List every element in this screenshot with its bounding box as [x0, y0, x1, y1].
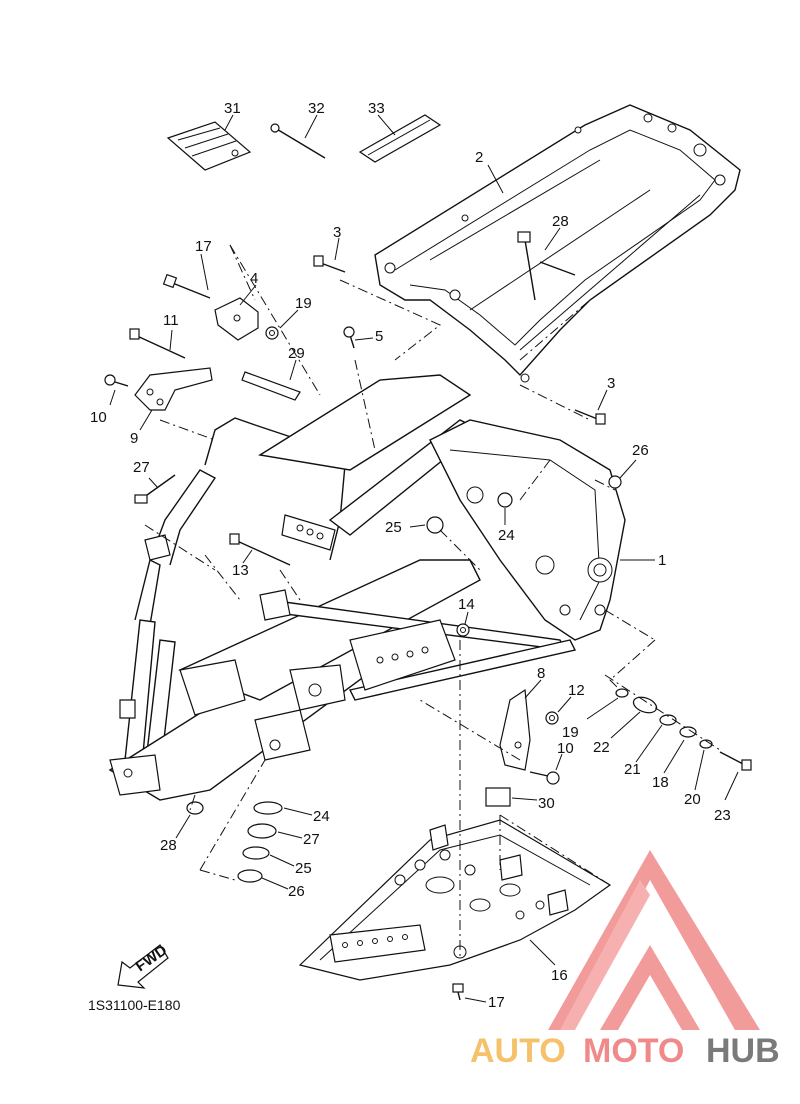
small-parts — [104, 114, 752, 1001]
part-label: 14 — [458, 596, 475, 613]
triangle-logo-icon — [548, 850, 760, 1030]
part-label: 10 — [557, 740, 574, 757]
leader-lines — [109, 114, 739, 1003]
part-label: 12 — [568, 682, 585, 699]
part-label: 4 — [250, 270, 258, 287]
part-label: 29 — [288, 345, 305, 362]
part-label: 26 — [632, 442, 649, 459]
part-label: 20 — [684, 791, 701, 808]
part-label: 25 — [385, 519, 402, 536]
main-frame — [108, 374, 626, 801]
part-label: 3 — [333, 224, 341, 241]
part-label: 10 — [90, 409, 107, 426]
part-label: 27 — [303, 831, 320, 848]
part-label: 27 — [133, 459, 150, 476]
watermark-text-auto: AUTO — [470, 1032, 566, 1070]
part-label: 3 — [607, 375, 615, 392]
part-label: 1 — [658, 552, 666, 569]
part-number-labels: 31 32 33 2 3 17 28 4 19 5 11 29 3 10 9 2… — [90, 100, 731, 1011]
part-label: 28 — [160, 837, 177, 854]
part-label: 30 — [538, 795, 555, 812]
part-label: 21 — [624, 761, 641, 778]
part-label: 26 — [288, 883, 305, 900]
part-label: 16 — [551, 967, 568, 984]
part-label: 24 — [498, 527, 515, 544]
skid-plate — [298, 819, 612, 981]
watermark-text-moto: MOTO — [583, 1032, 684, 1070]
rear-frame — [374, 104, 741, 383]
diagram-reference-code: 1S31100-E180 — [88, 997, 181, 1013]
part-label: 8 — [537, 665, 545, 682]
part-label: 5 — [375, 328, 383, 345]
part-label: 32 — [308, 100, 325, 117]
part-label: 23 — [714, 807, 731, 824]
part-label: 13 — [232, 562, 249, 579]
part-label: 11 — [163, 312, 179, 329]
part-label: 33 — [368, 100, 385, 117]
part-label: 22 — [593, 739, 610, 756]
part-label: 19 — [295, 295, 312, 312]
part-label: 24 — [313, 808, 330, 825]
part-label: 25 — [295, 860, 312, 877]
part-label: 2 — [475, 149, 483, 166]
part-label: 28 — [552, 213, 569, 230]
fwd-arrow-icon: FWD — [117, 942, 170, 989]
assembly-lines — [144, 244, 721, 960]
part-label: 9 — [130, 430, 138, 447]
watermark-logo — [548, 850, 760, 1030]
part-label: 17 — [195, 238, 212, 255]
part-label: 19 — [562, 724, 579, 741]
part-label: 18 — [652, 774, 669, 791]
part-label: 17 — [488, 994, 505, 1011]
part-label: 31 — [224, 100, 241, 117]
watermark-text-hub: HUB — [706, 1032, 780, 1070]
